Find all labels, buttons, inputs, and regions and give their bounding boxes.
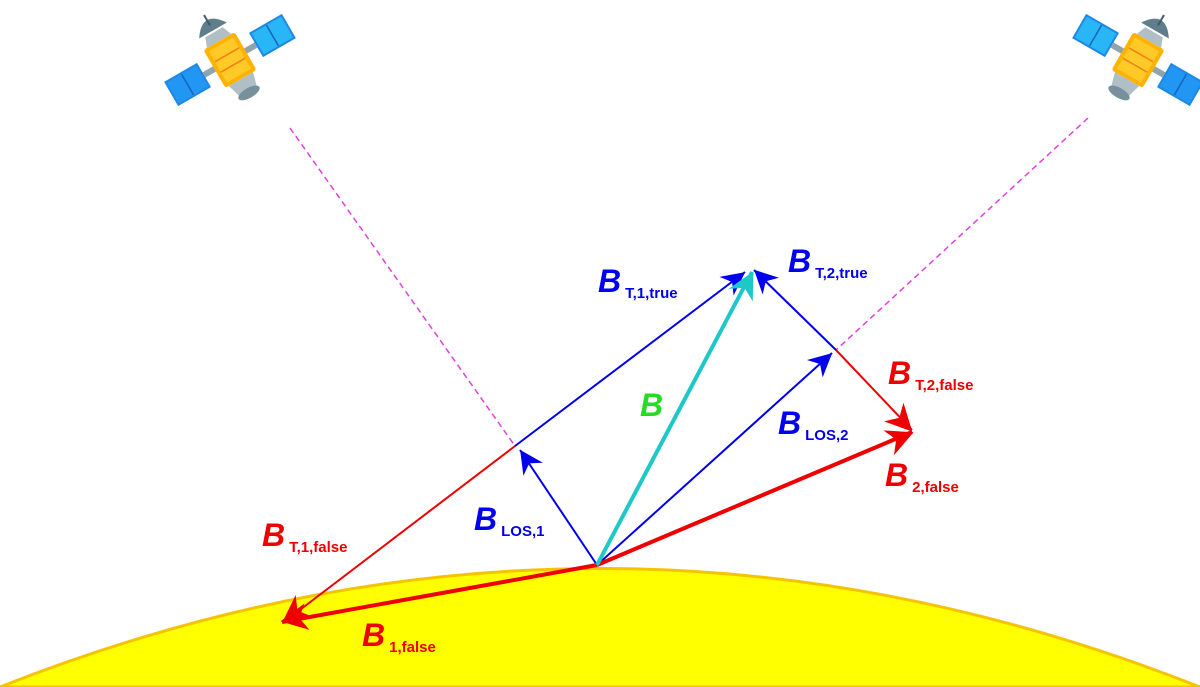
vector-b-t-1-true bbox=[514, 271, 746, 447]
vector-b-los-1 bbox=[519, 449, 598, 566]
vector-b-los-2 bbox=[596, 352, 833, 566]
satellite-icon bbox=[1072, 13, 1200, 107]
vector-b-t-2-false bbox=[835, 349, 913, 432]
vector-b-2-false bbox=[596, 430, 914, 567]
vector-b-1-false bbox=[280, 563, 598, 630]
line-of-sight-2 bbox=[835, 117, 1089, 351]
satellite-icon bbox=[164, 13, 296, 107]
vector-b-t-1-false bbox=[282, 445, 516, 623]
vector-b-t-2-true bbox=[753, 269, 837, 351]
sun-surface bbox=[0, 567, 1200, 687]
line-of-sight-1 bbox=[289, 127, 516, 447]
label-b: B bbox=[640, 387, 663, 423]
vector-b bbox=[595, 271, 754, 566]
